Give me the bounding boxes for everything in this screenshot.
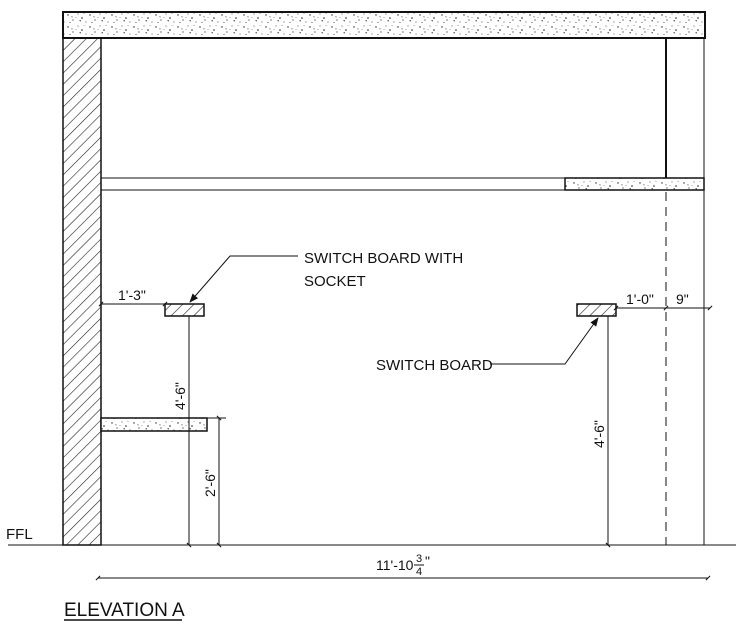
dim-text-left-offset: 1'-3": [118, 287, 146, 303]
ffl-label: FFL: [6, 526, 33, 543]
switch-board: [576, 303, 617, 317]
left-wall: [62, 37, 102, 546]
loft-slab: [564, 177, 705, 191]
dim-text-shelf-height: 2'-6": [202, 469, 218, 497]
dim-text-left-height: 4'-6": [172, 382, 188, 410]
dim-text-right-height: 4'-6": [591, 420, 607, 448]
dim-text-overall-width: 11'-10: [376, 557, 414, 573]
dim-text-overall-frac-num: 3: [416, 553, 422, 565]
low-shelf: [100, 417, 208, 432]
elevation-title: ELEVATION A: [64, 600, 185, 621]
ceiling-slab: [62, 11, 706, 39]
dim-text-overall-frac-den: 4: [416, 566, 422, 578]
dim-text-right-offset: 1'-0": [626, 291, 654, 307]
switch-board-label: SWITCH BOARD: [376, 357, 493, 374]
switch-board-socket-label-line1: SWITCH BOARD WITH: [304, 250, 463, 267]
switch-board-socket-label-line2: SOCKET: [304, 273, 366, 290]
switch-board-with-socket: [164, 303, 205, 317]
leader-switch-board-with-socket: [189, 255, 298, 303]
leader-switch-board: [490, 317, 599, 365]
dim-text-right-end: 9": [676, 291, 689, 307]
dim-text-overall-inch: ": [425, 553, 430, 569]
